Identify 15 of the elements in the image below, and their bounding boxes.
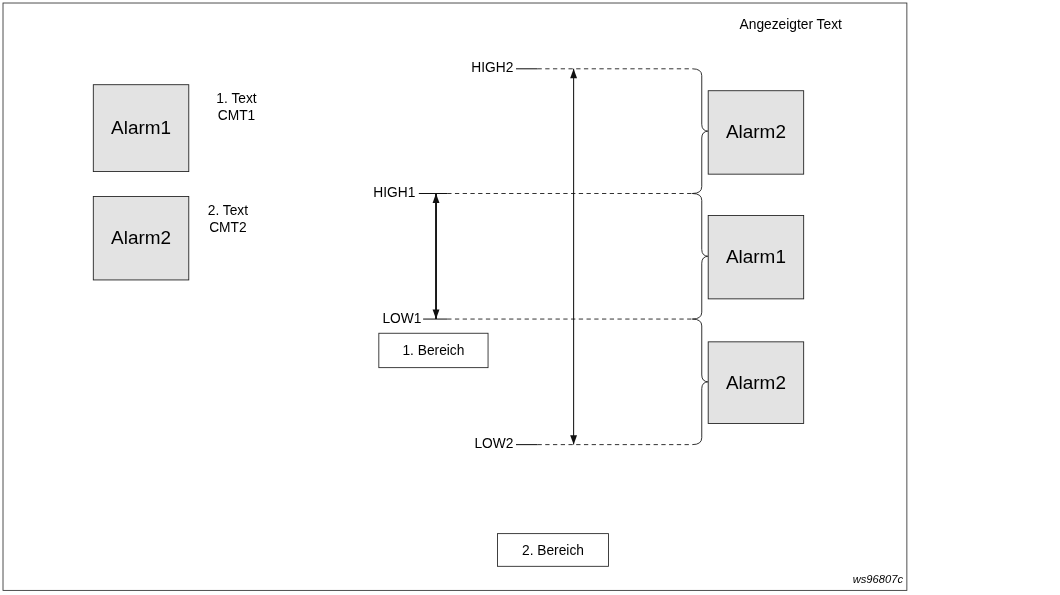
level-label: LOW1	[382, 310, 422, 326]
alarm-box: Alarm1	[707, 215, 805, 300]
range-box: 2. Bereich	[497, 533, 609, 567]
alarm-text-caption: 1. Text CMT1	[215, 90, 258, 125]
level-label: LOW2	[474, 436, 514, 452]
level-label: HIGH2	[471, 60, 514, 76]
figure-code: ws96807c	[852, 572, 903, 586]
level-label: HIGH1	[373, 184, 416, 201]
alarm-box: Alarm1	[92, 84, 190, 172]
alarm-box: Alarm2	[707, 90, 805, 175]
alarm-text-caption: 2. Text CMT2	[206, 202, 250, 237]
alarm-box: Alarm2	[92, 196, 190, 281]
range-box: 1. Bereich	[378, 332, 489, 369]
alarm-box: Alarm2	[707, 341, 805, 424]
column-heading: Angezeigter Text	[739, 17, 842, 33]
